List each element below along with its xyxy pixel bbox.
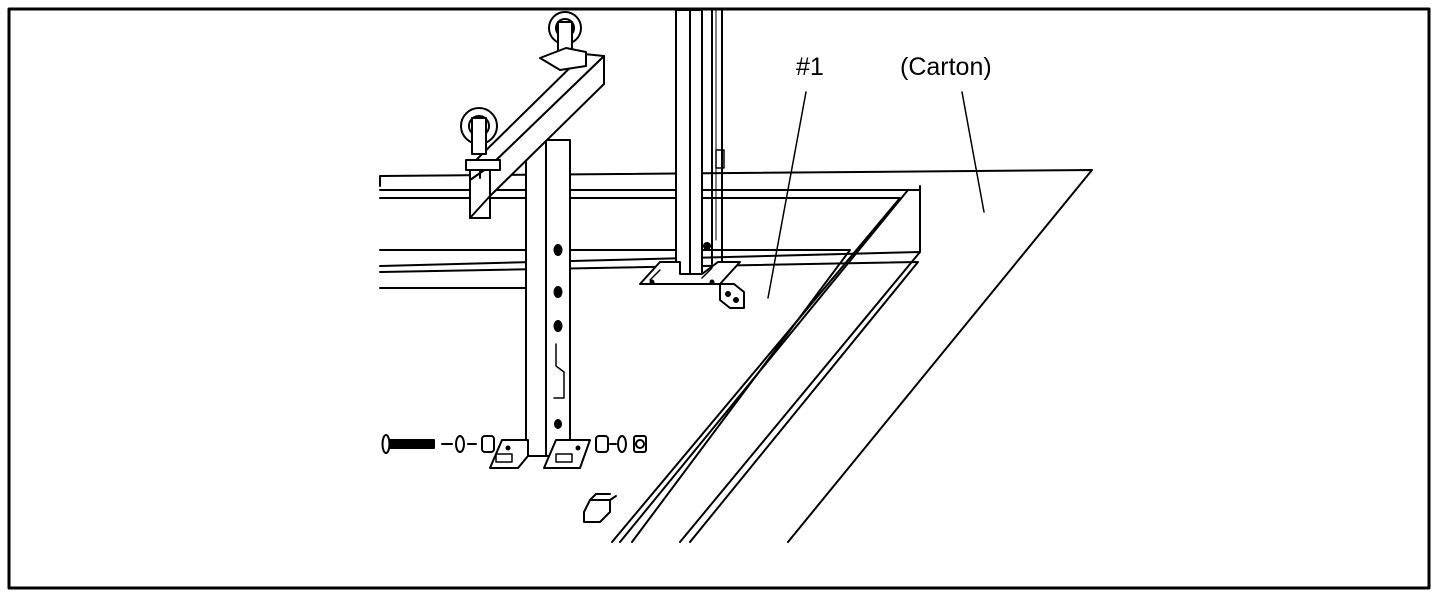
part-1-label: #1 [796,53,824,81]
front-caster [460,107,501,179]
carton-leader-line [961,91,985,213]
near-upright-assembly [460,11,605,469]
diagram-frame [7,7,1431,590]
far-upright [639,9,745,309]
small-bracket [583,493,617,523]
rear-caster [539,11,587,71]
carton-outline [379,169,1093,543]
carton-label: (Carton) [900,53,992,81]
bolt-hardware [381,434,647,454]
part-1-leader-line [767,91,807,299]
